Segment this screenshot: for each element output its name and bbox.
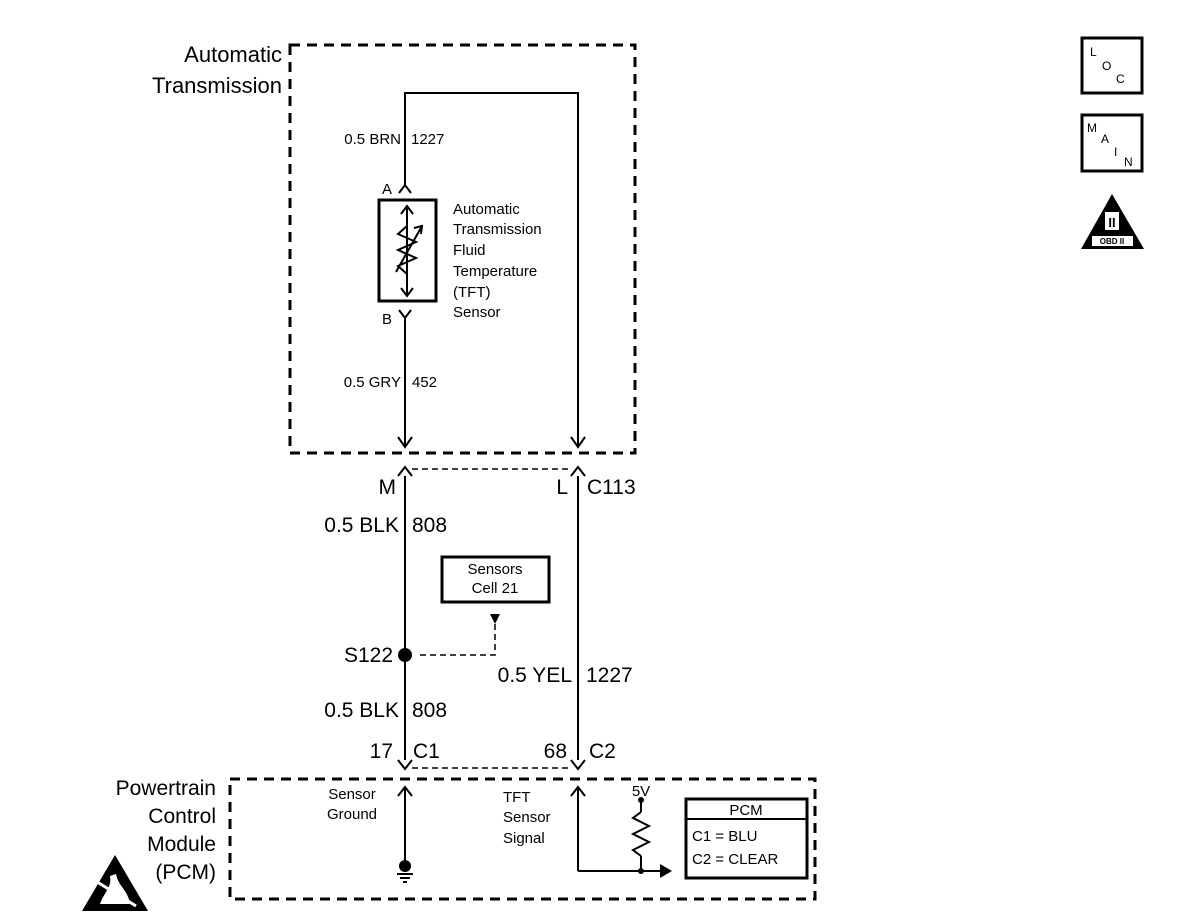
reference-line1: Sensors [467, 561, 522, 578]
transmission-boundary [288, 43, 637, 455]
legend-title: PCM [729, 802, 762, 819]
voltage-label: 5V [632, 783, 650, 800]
obd-ii-icon[interactable]: II OBD II [1081, 194, 1144, 249]
svg-text:O: O [1102, 59, 1111, 73]
blk-upper-color: 0.5 BLK [324, 514, 399, 537]
svg-text:L: L [1090, 45, 1097, 59]
svg-text:I: I [1114, 145, 1117, 159]
gry-wire-circuit: 452 [412, 374, 437, 391]
sensor-label-line3: Fluid [453, 242, 486, 259]
splice-dot [398, 648, 412, 662]
transmission-title-line1: Automatic [184, 42, 282, 67]
pcm-title-line2: Control [148, 805, 216, 828]
signal-label-line2: Sensor [503, 809, 551, 826]
yel-wire-circuit: 1227 [586, 664, 633, 687]
svg-text:A: A [1101, 132, 1109, 146]
svg-text:N: N [1124, 155, 1133, 169]
blk-lower-color: 0.5 BLK [324, 699, 399, 722]
main-icon[interactable]: M A I N [1080, 113, 1144, 173]
sensor-ground-circuit: Sensor Ground [327, 785, 413, 883]
sensor-label-line4: Temperature [453, 263, 537, 280]
pin-l: L [556, 476, 568, 499]
sensor-pin-b: B [382, 311, 392, 328]
svg-text:II: II [1108, 215, 1115, 230]
splice-label: S122 [344, 644, 393, 667]
connector-c113: M L C113 [379, 465, 636, 499]
splice-s122: S122 [344, 614, 500, 667]
ground-label-line2: Ground [327, 806, 377, 823]
c2-pin: 68 [544, 740, 567, 763]
c113-label: C113 [587, 476, 636, 499]
sensor-pin-a: A [382, 181, 392, 198]
pcm-boundary [228, 777, 817, 901]
svg-text:OBD II: OBD II [1100, 237, 1124, 246]
sensor-label-line5: (TFT) [453, 284, 490, 301]
transmission-title-line2: Transmission [152, 73, 282, 98]
brn-wire-color: 0.5 BRN [344, 131, 401, 148]
signal-label-line1: TFT [503, 789, 531, 806]
pcm-connector-legend: PCM C1 = BLU C2 = CLEAR [684, 797, 809, 880]
svg-text:C: C [1116, 72, 1125, 86]
c1-pin: 17 [370, 740, 393, 763]
pullup-resistor-icon [630, 811, 652, 857]
pcm-title-line4: (PCM) [155, 861, 216, 884]
blk-lower-circuit: 808 [412, 699, 447, 722]
legend-row1: C1 = BLU [692, 828, 757, 845]
thermistor-icon [395, 225, 419, 275]
pcm-title-line1: Powertrain [116, 777, 216, 800]
brn-wire: 0.5 BRN 1227 [344, 92, 586, 449]
blk-wire: 0.5 BLK 808 0.5 BLK 808 [324, 476, 447, 771]
ground-label-line1: Sensor [328, 786, 376, 803]
pcm-title-line3: Module [147, 833, 216, 856]
sensor-label-line2: Transmission [453, 221, 542, 238]
transmission-module: Automatic Transmission [152, 42, 637, 455]
pin-m: M [379, 476, 397, 499]
esd-warning-icon [82, 855, 148, 911]
legend-row2: C2 = CLEAR [692, 851, 778, 868]
loc-icon[interactable]: L O C [1080, 36, 1144, 95]
pcm-connectors: 17 C1 68 C2 [370, 740, 616, 769]
sensor-label-line1: Automatic [453, 201, 520, 218]
gry-wire-color: 0.5 GRY [344, 374, 401, 391]
c2-label: C2 [589, 740, 616, 763]
tft-sensor: A B Automatic Transmission Fluid Tempera… [377, 181, 542, 449]
blk-upper-circuit: 808 [412, 514, 447, 537]
svg-text:M: M [1087, 121, 1097, 135]
yel-wire: 0.5 YEL 1227 [498, 476, 633, 771]
reference-line2: Cell 21 [472, 580, 519, 597]
sensors-cell-reference[interactable]: Sensors Cell 21 [440, 555, 551, 604]
sensor-label-line6: Sensor [453, 304, 501, 321]
tft-signal-circuit: 5V TFT Sensor Signal [503, 783, 672, 878]
signal-label-line3: Signal [503, 830, 545, 847]
brn-wire-circuit: 1227 [411, 131, 444, 148]
yel-wire-color: 0.5 YEL [498, 664, 572, 687]
c1-label: C1 [413, 740, 440, 763]
pcm-module: Powertrain Control Module (PCM) [116, 777, 817, 901]
